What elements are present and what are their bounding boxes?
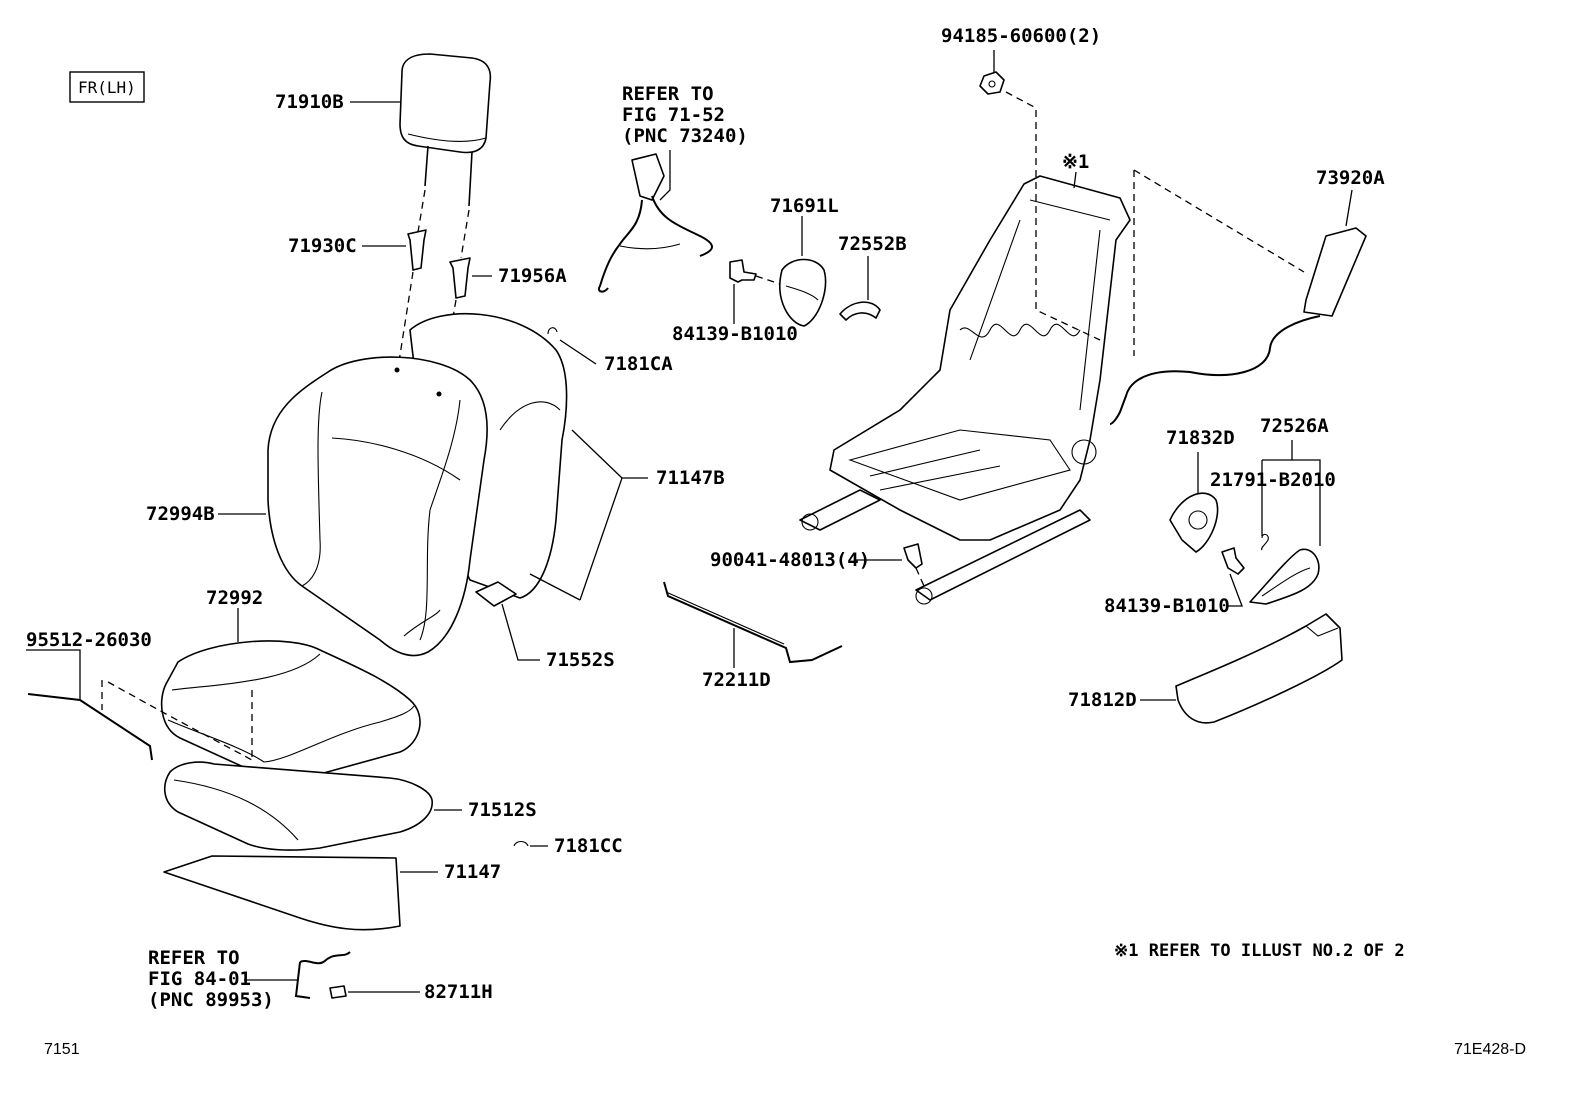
label-21791-B2010[interactable]: 21791-B2010	[1210, 469, 1336, 491]
ref-harness-line3[interactable]: (PNC 89953)	[148, 989, 274, 1011]
label-7181CA[interactable]: 7181CA	[604, 353, 673, 375]
label-71147[interactable]: 71147	[444, 861, 501, 883]
label-84139-B1010-lower[interactable]: 84139-B1010	[1104, 595, 1230, 617]
ref-seatbelt-line3[interactable]: (PNC 73240)	[622, 125, 748, 147]
bolt-90041[interactable]	[903, 543, 923, 569]
fr-lh-badge-text: FR(LH)	[78, 78, 136, 97]
label-82711H[interactable]: 82711H	[424, 981, 493, 1003]
headrest-support-left[interactable]	[407, 229, 427, 271]
seat-frame[interactable]	[799, 175, 1131, 605]
screw-84139-upper[interactable]	[729, 259, 757, 283]
fr-lh-badge: FR(LH)	[69, 71, 145, 103]
clip-72552B[interactable]	[839, 301, 881, 321]
label-90041-48013[interactable]: 90041-48013(4)	[710, 549, 870, 571]
label-72526A[interactable]: 72526A	[1260, 415, 1329, 437]
side-airbag-73920A[interactable]	[1109, 227, 1367, 425]
label-71552S[interactable]: 71552S	[546, 649, 615, 671]
screw-84139-lower[interactable]	[1221, 547, 1245, 575]
label-72211D[interactable]: 72211D	[702, 669, 771, 691]
seatback-cover[interactable]	[267, 356, 488, 657]
label-star1[interactable]: ※1	[1062, 151, 1089, 173]
ref-harness-line2[interactable]: FIG 84-01	[148, 968, 251, 990]
rod-72211D[interactable]	[663, 581, 843, 664]
hog-ring-7181CC[interactable]	[513, 840, 529, 847]
knob-72526A[interactable]	[1249, 548, 1320, 605]
ref-harness-line1[interactable]: REFER TO	[148, 947, 240, 969]
cover-71832D[interactable]	[1169, 492, 1219, 553]
label-7181CC[interactable]: 7181CC	[554, 835, 623, 857]
ref-seatbelt-line2[interactable]: FIG 71-52	[622, 104, 725, 126]
footer-left-code: 7151	[44, 1041, 80, 1058]
headrest-part[interactable]	[399, 53, 492, 207]
shield-71812D[interactable]	[1175, 613, 1343, 724]
seatbelt-buckle[interactable]	[598, 153, 713, 293]
headrest-support-right[interactable]	[449, 257, 471, 299]
label-84139-B1010-upper[interactable]: 84139-B1010	[672, 323, 798, 345]
label-71691L[interactable]: 71691L	[770, 195, 839, 217]
label-72552B[interactable]: 72552B	[838, 233, 907, 255]
harness-wire[interactable]	[294, 951, 351, 999]
side-cover-71691L[interactable]	[779, 258, 827, 327]
seat-pad-71147[interactable]	[163, 855, 401, 931]
label-72994B[interactable]: 72994B	[146, 503, 215, 525]
wire-95512[interactable]	[27, 693, 153, 761]
label-71910B[interactable]: 71910B	[275, 91, 344, 113]
label-71512S[interactable]: 71512S	[468, 799, 537, 821]
label-71812D[interactable]: 71812D	[1068, 689, 1137, 711]
label-94185-60600[interactable]: 94185-60600(2)	[941, 25, 1101, 47]
label-72992[interactable]: 72992	[206, 587, 263, 609]
ref-seatbelt-line1[interactable]: REFER TO	[622, 83, 714, 105]
label-71956A[interactable]: 71956A	[498, 265, 567, 287]
label-71832D[interactable]: 71832D	[1166, 427, 1235, 449]
footer-right-code: 71E428-D	[1454, 1041, 1526, 1058]
bracket-71552S[interactable]	[475, 581, 517, 607]
label-71930C[interactable]: 71930C	[288, 235, 357, 257]
label-71147B[interactable]: 71147B	[656, 467, 725, 489]
nut-94185[interactable]	[979, 71, 1005, 95]
seat-cushion-pad[interactable]	[163, 761, 433, 851]
hog-ring-7181CA[interactable]	[547, 327, 558, 335]
seat-cushion-cover[interactable]	[160, 640, 421, 778]
note-illust-ref: ※1 REFER TO ILLUST NO.2 OF 2	[1114, 941, 1405, 961]
label-73920A[interactable]: 73920A	[1316, 167, 1385, 189]
spring-21791[interactable]	[1261, 533, 1269, 551]
label-95512-26030[interactable]: 95512-26030	[26, 629, 152, 651]
